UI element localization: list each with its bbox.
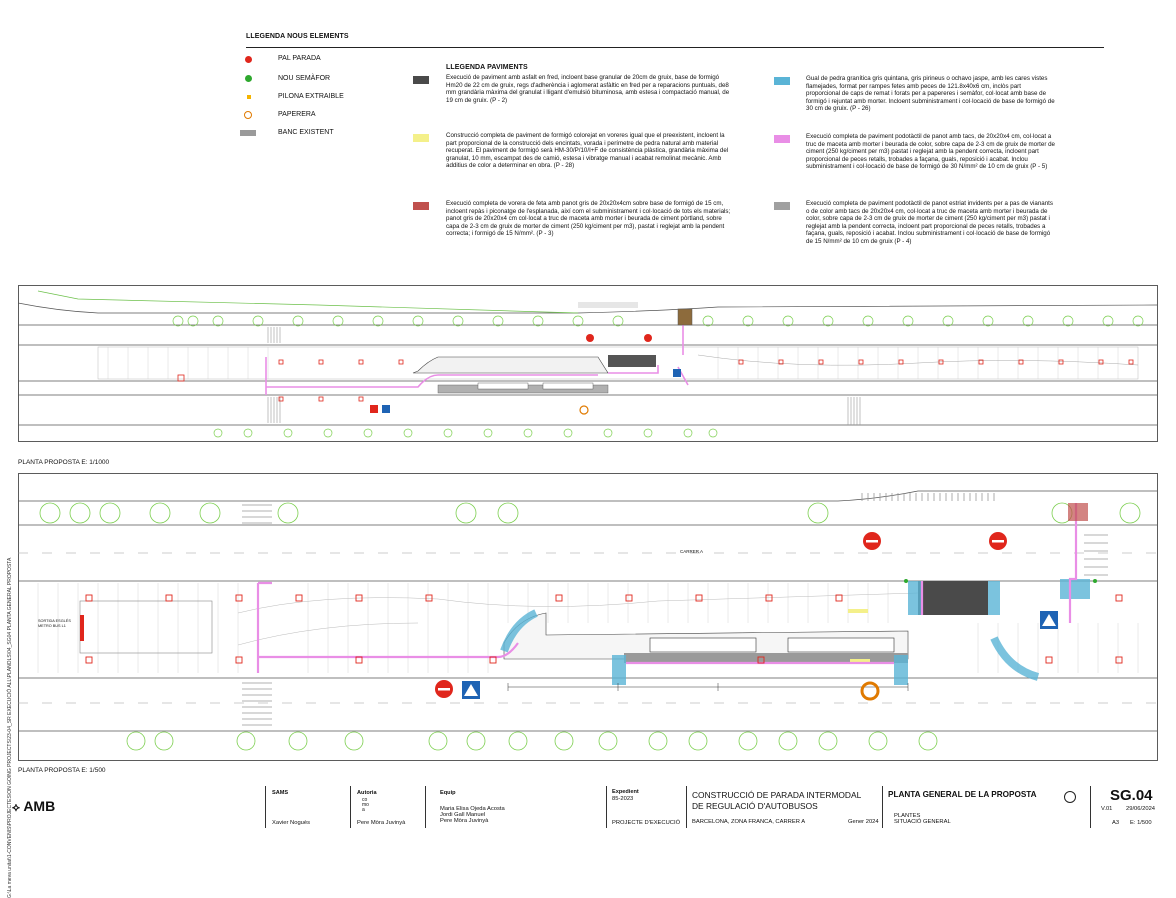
org-name: AMB [23,798,56,814]
paviment-desc: Execució de paviment amb asfalt en fred,… [446,74,730,104]
paviment-desc: Gual de pedra granítica gris quintana, g… [806,75,1055,113]
yellow-square-icon [247,95,251,99]
north-arrow-icon [1064,791,1076,803]
swatch-granite-ramp [774,77,790,85]
swatch-grey-panot [413,202,429,210]
paviment-desc: Execució completa de paviment podotàctil… [806,200,1053,245]
equip-name: Jordi Gall Manuel [440,812,486,818]
red-dot-icon [245,56,252,63]
sheet-code: SG.04 [1110,787,1153,804]
project-title: CONSTRUCCIÓ DE PARADA INTERMODAL DE REGU… [692,790,861,812]
version-date: 29/06/2024 [1126,806,1156,812]
amb-logo: ⟡ AMB [12,798,55,815]
project-location: BARCELONA, ZONA FRANCA, CARRER A [692,819,806,825]
swatch-tactile-studs [774,135,790,143]
orange-ring-icon [244,111,252,119]
project-title-line: CONSTRUCCIÓ DE PARADA INTERMODAL [692,790,862,800]
equip-label: Equip [440,790,456,796]
sheet-sub: SITUACIÓ GENERAL [894,819,951,825]
project-title-line: DE REGULACIÓ D'AUTOBUSOS [692,801,818,811]
phase-label: PROJECTE D'EXECUCIÓ [612,820,681,826]
tb-divider [265,786,266,828]
tb-divider [686,786,687,828]
zone-label-line: SORTIDA ESGLÉS [38,619,71,623]
expedient-label: Expedient [612,789,639,795]
paviment-desc: Construcció completa de paviment de form… [446,132,729,170]
legend-paviments-title: LLEGENDA PAVIMENTS [446,64,528,71]
sams-name: Xavier Noguès [272,820,311,826]
plan-bottom-label: PLANTA PROPOSTA E: 1/500 [18,767,106,774]
legend-item-label: PAL PARADA [278,55,321,62]
legend-item-label: BANC EXISTENT [278,129,334,136]
equip-name: Pere Mòra Juvinyà [440,818,489,824]
sams-label: SAMS [272,790,289,796]
sheet-sub: PLANTES [894,813,921,819]
sheet-scale: E: 1/500 [1130,820,1152,826]
project-date: Gener 2024 [848,819,879,825]
green-dot-icon [245,75,252,82]
amb-logo-mark-icon: ⟡ [12,800,20,814]
autoria-name: Pere Mòra Juvinyà [357,820,406,826]
version: V.01 [1101,806,1113,812]
street-label: CARRER A [680,549,704,554]
autoria-label: Autoria [357,790,377,796]
swatch-tactile-ribbed [774,202,790,210]
legend-item-label: PILONA EXTRAIBLE [278,93,344,100]
zone-label: SORTIDA ESGLÉS METRO BUS L1 [38,619,71,629]
paviment-desc: Execució completa de vorera de feta amb … [446,200,731,238]
swatch-colored-concrete [413,134,429,142]
top-plan-drawing [18,285,1158,442]
sheet-title: PLANTA GENERAL DE LA PROPOSTA [888,790,1037,799]
plan-top-label: PLANTA PROPOSTA E: 1/1000 [18,459,110,466]
equip-name: Maria Elisa Ojeda Acosta [440,806,505,812]
legend-item-label: NOU SEMÀFOR [278,75,331,82]
grey-bar-icon [240,130,256,136]
paper-size: A3 [1112,820,1120,826]
tb-divider [882,786,883,828]
legend-divider [246,47,1104,48]
tb-divider [1090,786,1091,828]
tb-divider [606,786,607,828]
swatch-asphalt [413,76,429,84]
expedient-value: 85-2023 [612,796,634,802]
tb-divider [350,786,351,828]
legend-elements-title: LLEGENDA NOUS ELEMENTS [246,33,349,40]
paviment-desc: Execució completa de paviment podotàctil… [806,133,1056,171]
bottom-plan-drawing [18,473,1158,761]
legend-item-label: PAPERERA [278,111,316,118]
zone-label-line: METRO BUS L1 [38,624,66,628]
tb-divider [425,786,426,828]
